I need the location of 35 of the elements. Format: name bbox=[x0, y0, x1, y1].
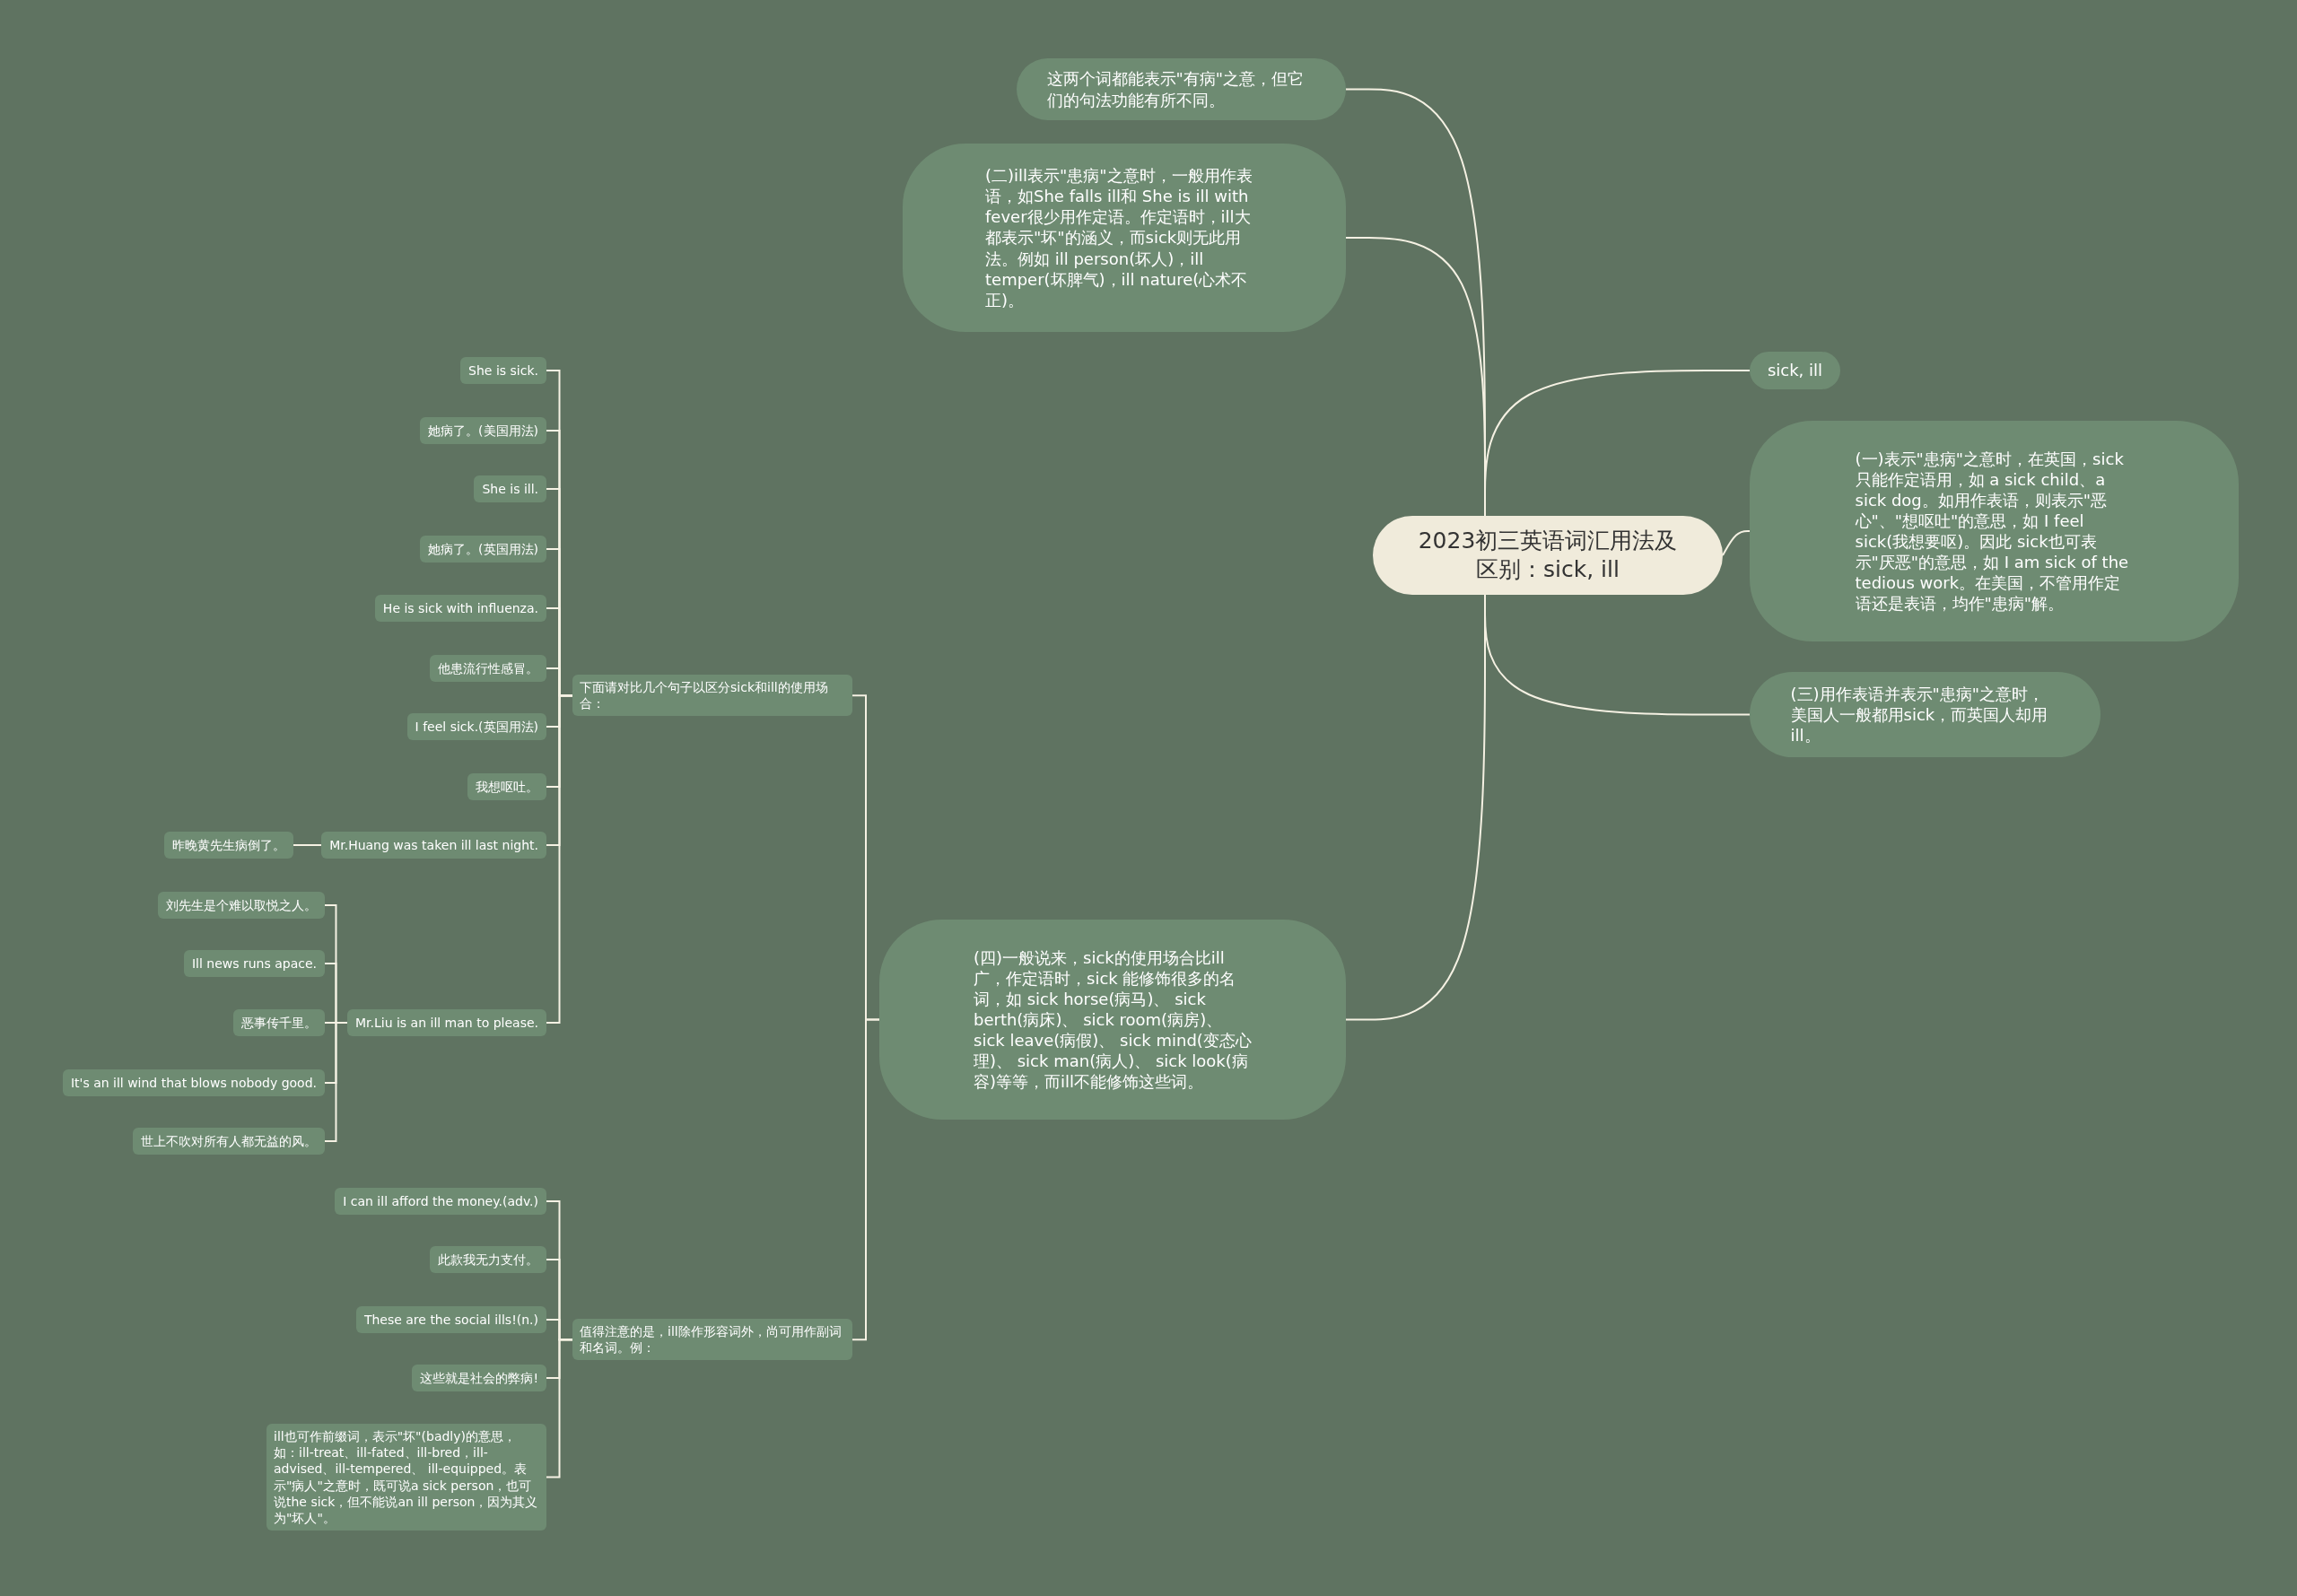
topic-node: (四)一般说来，sick的使用场合比ill广，作定语时，sick 能修饰很多的名词，如 sick horse(病马)、 sick berth(病床)、 sick room(病房)、 sick leave(病假)、 sick mind(变态心理)、 sick man(病人)、 sick look(病容)等等，而ill不能修饰这些词。 bbox=[879, 920, 1346, 1120]
example-node: 这些就是社会的弊病! bbox=[412, 1365, 546, 1391]
topic-node: 这两个词都能表示"有病"之意，但它们的句法功能有所不同。 bbox=[1017, 58, 1346, 120]
connector-line bbox=[324, 1022, 348, 1142]
example-node: 刘先生是个难以取悦之人。 bbox=[158, 892, 325, 919]
central-topic: 2023初三英语词汇用法及区别：sick, ill bbox=[1373, 516, 1723, 595]
example-node: It's an ill wind that blows nobody good. bbox=[62, 1069, 325, 1096]
topic-node: ill也可作前缀词，表示"坏"(badly)的意思，如：ill-treat、ill-fated、ill-bred，ill-advised、ill-tempered、 ill-equipped。表示"病人"之意时，既可说a sick person，也可说the sick，但不能说an ill person，因为其义为"坏人"。 bbox=[266, 1424, 546, 1531]
example-node: Mr.Huang was taken ill last night. bbox=[321, 832, 546, 859]
connector-line bbox=[1722, 530, 1751, 556]
example-node: She is ill. bbox=[474, 475, 546, 502]
example-node: Mr.Liu is an ill man to please. bbox=[346, 1009, 546, 1036]
topic-node: (二)ill表示"患病"之意时，一般用作表语，如She falls ill和 She is ill with fever很少用作定语。作定语时，ill大都表示"坏"的涵义，而sick则无此用法。例如 ill person(坏人)，ill temper(坏脾气)，ill nature(心术不正)。 bbox=[903, 144, 1346, 332]
example-node: These are the social ills!(n.) bbox=[355, 1306, 546, 1333]
connector-line bbox=[852, 1018, 880, 1341]
example-node: 她病了。(美国用法) bbox=[420, 417, 546, 444]
example-node: 世上不吹对所有人都无益的风。 bbox=[133, 1128, 325, 1155]
topic-node: sick, ill bbox=[1750, 352, 1840, 389]
example-node: She is sick. bbox=[460, 357, 546, 384]
topic-node: (一)表示"患病"之意时，在英国，sick只能作定语用，如 a sick child、a sick dog。如用作表语，则表示"恶心"、"想呕吐"的意思，如 I feel sick(我想要呕)。因此 sick也可表示"厌恶"的意思，如 I am sick of the tedious work。在美国，不管用作定语还是表语，均作"患病"解。 bbox=[1750, 421, 2239, 641]
example-node: 恶事传千里。 bbox=[233, 1009, 325, 1036]
example-node: I can ill afford the money.(adv.) bbox=[335, 1188, 546, 1215]
connector-line bbox=[293, 844, 323, 846]
example-node: 我想呕吐。 bbox=[467, 773, 546, 800]
example-node: 她病了。(英国用法) bbox=[420, 536, 546, 563]
topic-node: 下面请对比几个句子以区分sick和ill的使用场合： bbox=[572, 675, 852, 717]
example-node: I feel sick.(英国用法) bbox=[406, 713, 546, 740]
topic-node: 值得注意的是，ill除作形容词外，尚可用作副词和名词。例： bbox=[572, 1319, 852, 1361]
example-node: 昨晚黄先生病倒了。 bbox=[164, 832, 293, 859]
example-node: 此款我无力支付。 bbox=[430, 1246, 546, 1273]
example-node: He is sick with influenza. bbox=[374, 595, 546, 622]
topic-node: (三)用作表语并表示"患病"之意时，美国人一般都用sick，而英国人却用ill。 bbox=[1750, 672, 2100, 757]
example-node: 他患流行性感冒。 bbox=[430, 655, 546, 682]
example-node: Ill news runs apace. bbox=[183, 950, 325, 977]
connector-line bbox=[546, 1339, 573, 1478]
